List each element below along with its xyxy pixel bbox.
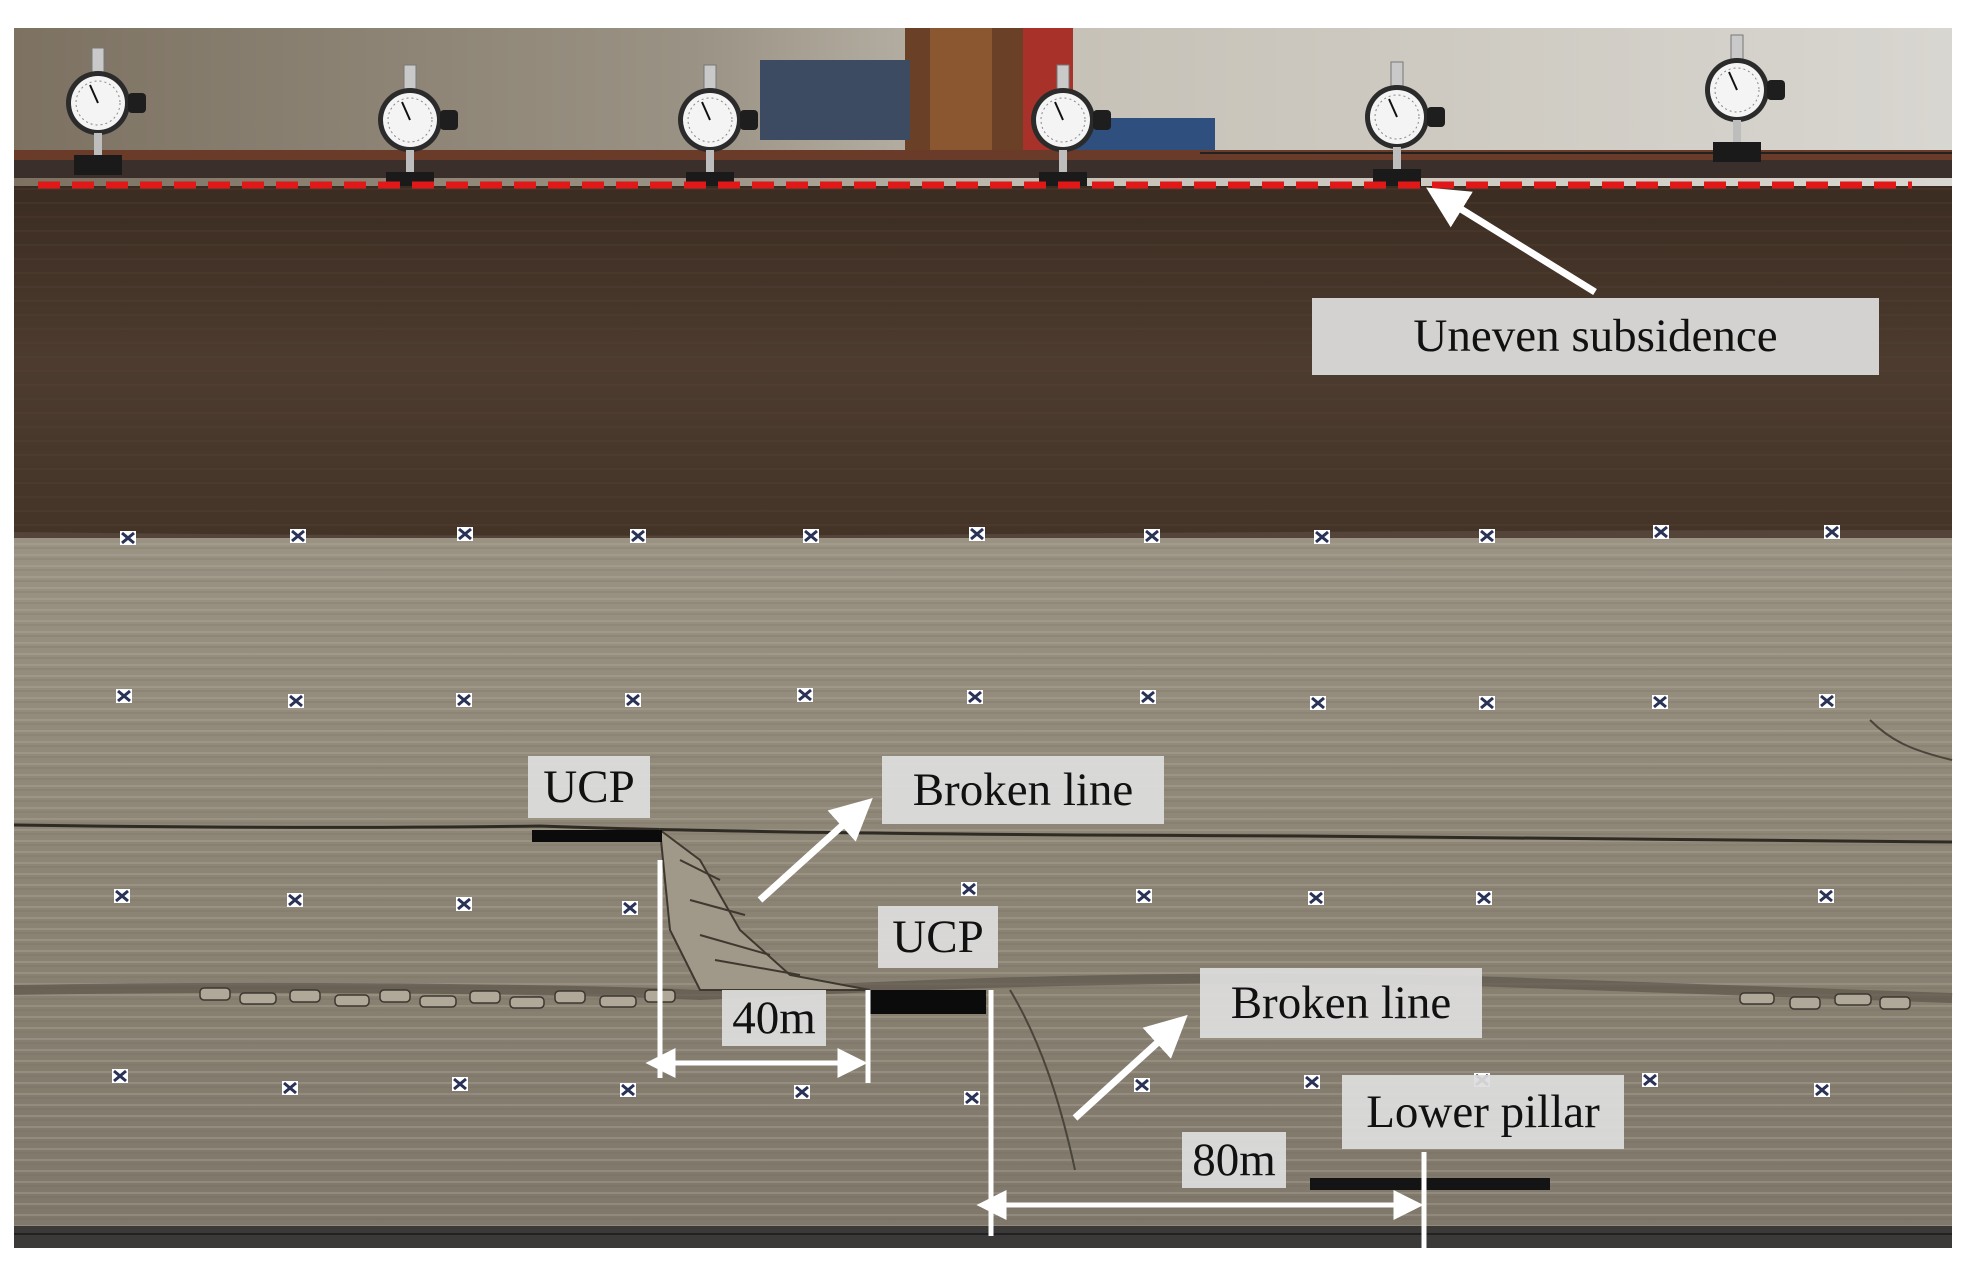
distance-80m-text: 80m: [1192, 1133, 1276, 1186]
uneven-subsidence-label: Uneven subsidence: [1312, 298, 1879, 375]
lower-pillar-text: Lower pillar: [1366, 1085, 1600, 1138]
ucp-lower-text: UCP: [892, 910, 984, 963]
upper-coal-pillar: [532, 830, 662, 842]
distance-40m-text: 40m: [732, 991, 816, 1044]
ucp-lower-label: UCP: [878, 906, 998, 968]
lower-coal-pillar: [1310, 1178, 1550, 1190]
broken-line-lower-text: Broken line: [1230, 976, 1452, 1029]
broken-line-lower-label: Broken line: [1200, 968, 1482, 1038]
annotation-arrows: [645, 187, 1597, 1260]
broken-line-upper-label: Broken line: [882, 756, 1164, 824]
ucp-upper-text: UCP: [543, 760, 635, 813]
broken-line-upper-text: Broken line: [912, 763, 1134, 816]
lower-pillar-label: Lower pillar: [1342, 1075, 1624, 1149]
middle-coal-pillar: [868, 990, 986, 1014]
subsidence-arrow: [1426, 187, 1597, 295]
distance-40m-label: 40m: [722, 990, 826, 1046]
broken-line-arrow-lower: [1072, 1014, 1188, 1121]
lab-background: [14, 28, 1952, 188]
ucp-upper-label: UCP: [528, 756, 650, 818]
lower-strata: [13, 538, 1953, 1248]
uneven-subsidence-text: Uneven subsidence: [1413, 310, 1778, 362]
broken-line-arrow-upper: [757, 797, 873, 903]
distance-80m-label: 80m: [1182, 1132, 1286, 1188]
